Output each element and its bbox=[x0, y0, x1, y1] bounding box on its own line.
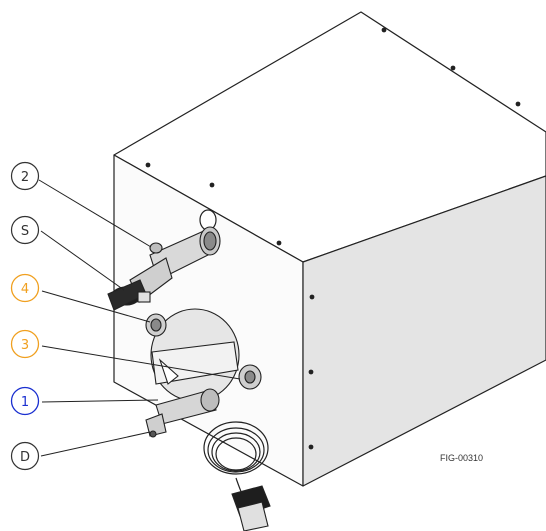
callout-1-circle bbox=[10, 386, 40, 416]
power-plug bbox=[231, 485, 271, 531]
callout-4-circle bbox=[10, 273, 40, 303]
callout-2-label: 2 bbox=[21, 170, 29, 185]
leader-lines bbox=[38, 179, 241, 457]
callout-1-label: 1 bbox=[21, 395, 29, 410]
upper-pipe-assembly bbox=[107, 226, 221, 311]
callout-s: S bbox=[10, 215, 40, 245]
callout-3-circle bbox=[10, 329, 40, 359]
callout-1: 1 bbox=[10, 386, 40, 416]
callout-d-label: D bbox=[20, 450, 30, 465]
figure-code: FIG-00310 bbox=[440, 453, 483, 463]
screws bbox=[145, 27, 521, 450]
callout-d-circle bbox=[10, 441, 40, 471]
callout-4: 4 bbox=[10, 273, 40, 303]
callout-3-label: 3 bbox=[21, 338, 29, 353]
callout-s-circle bbox=[10, 215, 40, 245]
callout-2: 2 bbox=[10, 161, 40, 191]
callout-d: D bbox=[10, 441, 40, 471]
callout-2-circle bbox=[10, 161, 40, 191]
callout-4-label: 4 bbox=[21, 282, 29, 297]
callout-3: 3 bbox=[10, 329, 40, 359]
box-side-face bbox=[302, 175, 546, 487]
power-cable bbox=[203, 421, 269, 507]
callout-s-label: S bbox=[21, 224, 29, 239]
